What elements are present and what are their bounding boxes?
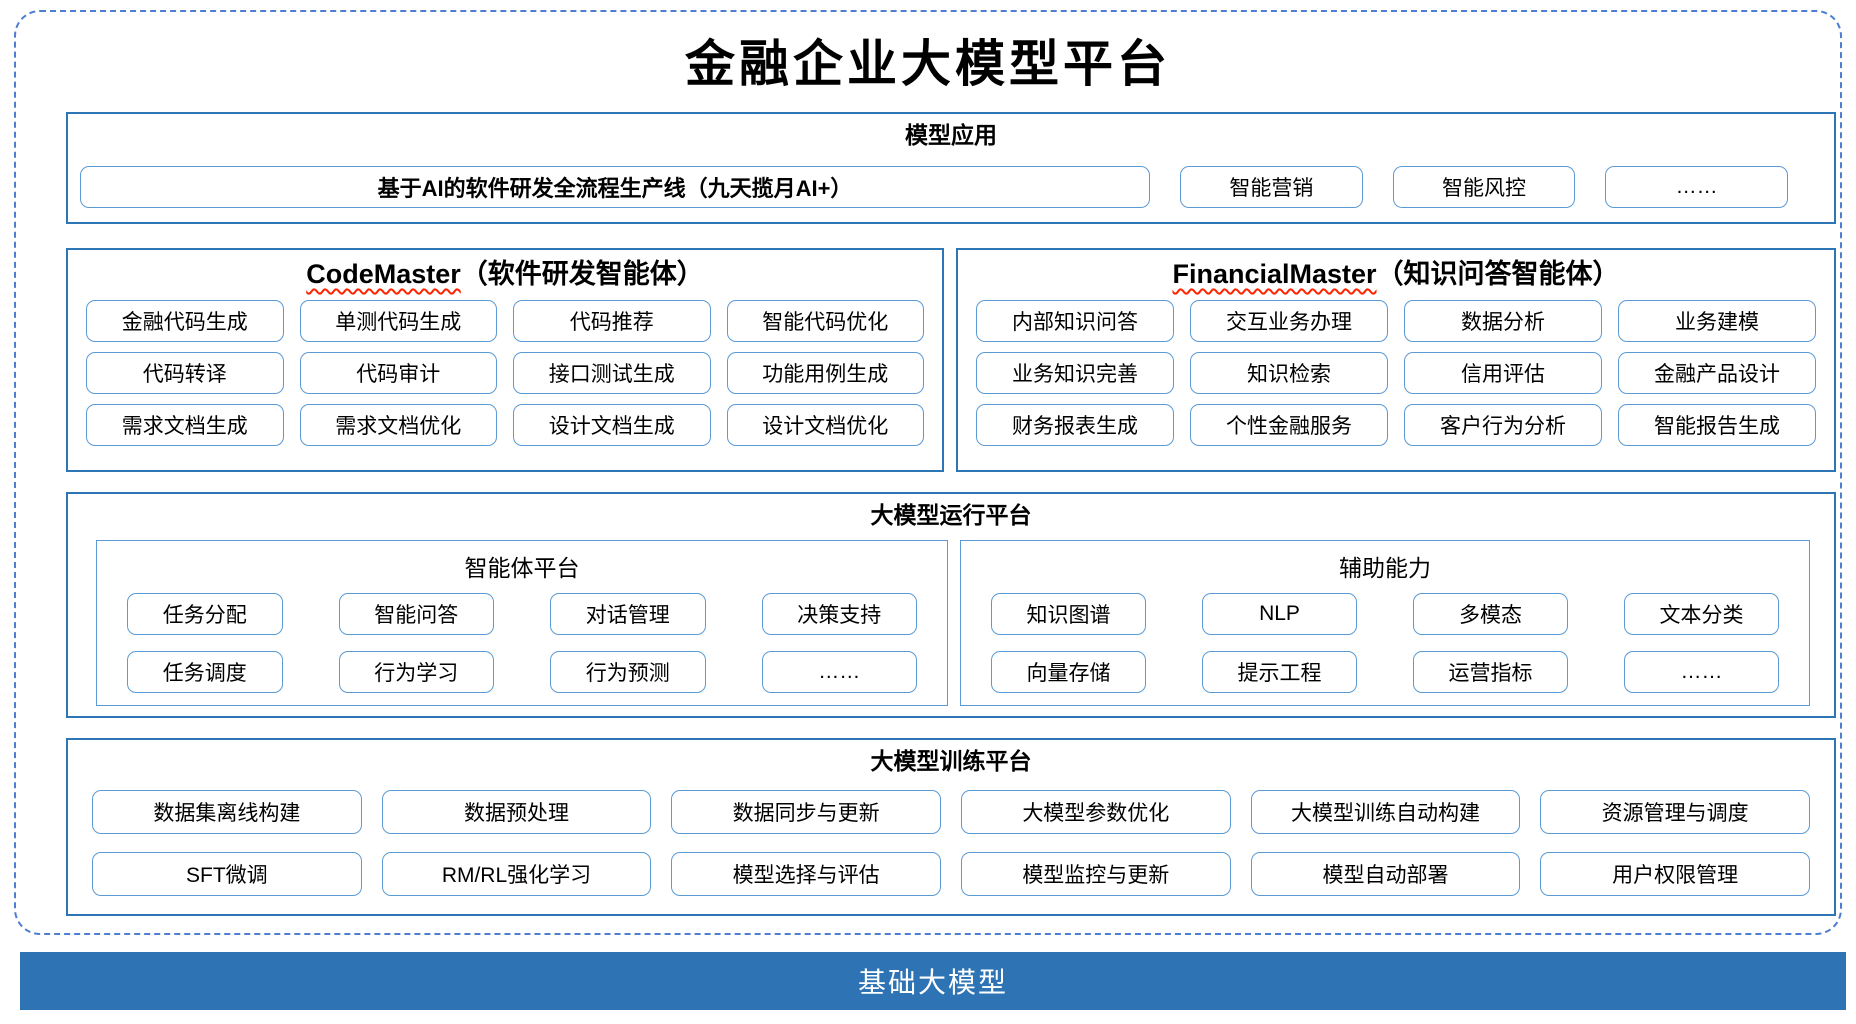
financialmaster-item: 金融产品设计 xyxy=(1618,351,1816,394)
model-applications-row: 基于AI的软件研发全流程生产线（九天揽月AI+） 智能营销 智能风控 …… xyxy=(80,166,1789,208)
aux-ability-box: 辅助能力 知识图谱 NLP 多模态 文本分类 向量存储 提示工程 运营指标 …… xyxy=(960,540,1810,706)
training-item: SFT微调 xyxy=(92,851,362,896)
section-training-platform: 大模型训练平台 数据集离线构建 数据预处理 数据同步与更新 大模型参数优化 大模… xyxy=(66,738,1836,916)
agent-platform-grid: 任务分配 智能问答 对话管理 决策支持 任务调度 行为学习 行为预测 …… xyxy=(97,583,947,693)
runtime-platform-title: 大模型运行平台 xyxy=(870,502,1032,528)
aux-ability-item: 向量存储 xyxy=(991,651,1146,693)
codemaster-item: 需求文档生成 xyxy=(86,403,284,446)
codemaster-item: 设计文档优化 xyxy=(726,403,924,446)
aux-ability-grid: 知识图谱 NLP 多模态 文本分类 向量存储 提示工程 运营指标 …… xyxy=(961,583,1809,693)
codemaster-item: 代码转译 xyxy=(86,351,284,394)
agent-platform-item: 智能问答 xyxy=(338,593,494,635)
page-title: 金融企业大模型平台 xyxy=(685,34,1171,93)
training-platform-grid: 数据集离线构建 数据预处理 数据同步与更新 大模型参数优化 大模型训练自动构建 … xyxy=(68,776,1834,896)
codemaster-item: 代码审计 xyxy=(299,351,497,394)
training-item: 数据预处理 xyxy=(381,789,652,834)
agent-platform-item: …… xyxy=(761,651,917,693)
outer-dashed-frame xyxy=(14,10,1842,935)
financialmaster-header-en: FinancialMaster xyxy=(1172,259,1377,289)
aux-ability-item: …… xyxy=(1624,651,1779,693)
aux-ability-item: 运营指标 xyxy=(1413,651,1568,693)
agent-platform-item: 行为预测 xyxy=(550,651,706,693)
aux-ability-title: 辅助能力 xyxy=(1339,555,1431,581)
training-item: 资源管理与调度 xyxy=(1540,789,1810,834)
financialmaster-grid: 内部知识问答 交互业务办理 数据分析 业务建模 业务知识完善 知识检索 信用评估… xyxy=(958,292,1834,446)
financialmaster-item: 业务建模 xyxy=(1618,299,1816,342)
codemaster-item: 单测代码生成 xyxy=(299,299,497,342)
section-model-applications: 模型应用 基于AI的软件研发全流程生产线（九天揽月AI+） 智能营销 智能风控 … xyxy=(66,112,1836,224)
aux-ability-item: 文本分类 xyxy=(1624,593,1779,635)
app-item: …… xyxy=(1605,166,1789,208)
training-item: 模型监控与更新 xyxy=(960,851,1231,896)
app-item: 智能营销 xyxy=(1180,166,1363,208)
financialmaster-header: FinancialMaster（知识问答智能体） xyxy=(958,250,1834,292)
codemaster-item: 接口测试生成 xyxy=(513,351,711,394)
financialmaster-item: 智能报告生成 xyxy=(1618,403,1816,446)
financialmaster-header-cn: （知识问答智能体） xyxy=(1376,259,1620,289)
codemaster-item: 功能用例生成 xyxy=(726,351,924,394)
aux-ability-item: 多模态 xyxy=(1413,593,1568,635)
codemaster-item: 代码推荐 xyxy=(513,299,711,342)
training-item: 模型自动部署 xyxy=(1250,851,1521,896)
aux-ability-item: 知识图谱 xyxy=(991,593,1146,635)
financialmaster-item: 业务知识完善 xyxy=(976,351,1174,394)
section-financialmaster: FinancialMaster（知识问答智能体） 内部知识问答 交互业务办理 数… xyxy=(956,248,1836,472)
codemaster-grid: 金融代码生成 单测代码生成 代码推荐 智能代码优化 代码转译 代码审计 接口测试… xyxy=(68,292,942,446)
app-item-main: 基于AI的软件研发全流程生产线（九天揽月AI+） xyxy=(80,166,1150,208)
agent-platform-box: 智能体平台 任务分配 智能问答 对话管理 决策支持 任务调度 行为学习 行为预测… xyxy=(96,540,948,706)
aux-ability-item: 提示工程 xyxy=(1202,651,1357,693)
agent-platform-item: 任务调度 xyxy=(127,651,283,693)
codemaster-item: 金融代码生成 xyxy=(86,299,284,342)
training-item: 大模型参数优化 xyxy=(960,789,1231,834)
agent-platform-item: 任务分配 xyxy=(127,593,283,635)
training-platform-title: 大模型训练平台 xyxy=(870,748,1032,774)
aux-ability-item: NLP xyxy=(1202,593,1357,635)
agent-platform-title: 智能体平台 xyxy=(464,555,580,581)
financialmaster-item: 知识检索 xyxy=(1190,351,1388,394)
app-item: 智能风控 xyxy=(1392,166,1576,208)
financialmaster-item: 客户行为分析 xyxy=(1404,403,1602,446)
financialmaster-item: 数据分析 xyxy=(1404,299,1602,342)
section-runtime-platform: 大模型运行平台 智能体平台 任务分配 智能问答 对话管理 决策支持 任务调度 行… xyxy=(66,492,1836,718)
section-codemaster: CodeMaster（软件研发智能体） 金融代码生成 单测代码生成 代码推荐 智… xyxy=(66,248,944,472)
training-item: 模型选择与评估 xyxy=(671,851,941,896)
section-model-applications-title: 模型应用 xyxy=(905,122,997,148)
codemaster-header-en: CodeMaster xyxy=(306,259,461,289)
agent-platform-item: 对话管理 xyxy=(550,593,706,635)
codemaster-header-cn: （软件研发智能体） xyxy=(460,259,704,289)
financialmaster-item: 内部知识问答 xyxy=(976,299,1174,342)
codemaster-header: CodeMaster（软件研发智能体） xyxy=(68,250,942,292)
training-item: 大模型训练自动构建 xyxy=(1250,789,1521,834)
training-item: 数据集离线构建 xyxy=(92,789,362,834)
financialmaster-item: 交互业务办理 xyxy=(1190,299,1388,342)
financialmaster-item: 个性金融服务 xyxy=(1190,403,1388,446)
base-model-bar: 基础大模型 xyxy=(20,952,1846,1010)
codemaster-item: 需求文档优化 xyxy=(299,403,497,446)
agent-platform-item: 行为学习 xyxy=(338,651,494,693)
agent-platform-item: 决策支持 xyxy=(761,593,917,635)
financialmaster-item: 信用评估 xyxy=(1404,351,1602,394)
training-item: 用户权限管理 xyxy=(1540,851,1810,896)
codemaster-item: 智能代码优化 xyxy=(726,299,924,342)
codemaster-item: 设计文档生成 xyxy=(513,403,711,446)
training-item: 数据同步与更新 xyxy=(671,789,941,834)
financialmaster-item: 财务报表生成 xyxy=(976,403,1174,446)
training-item: RM/RL强化学习 xyxy=(381,851,652,896)
